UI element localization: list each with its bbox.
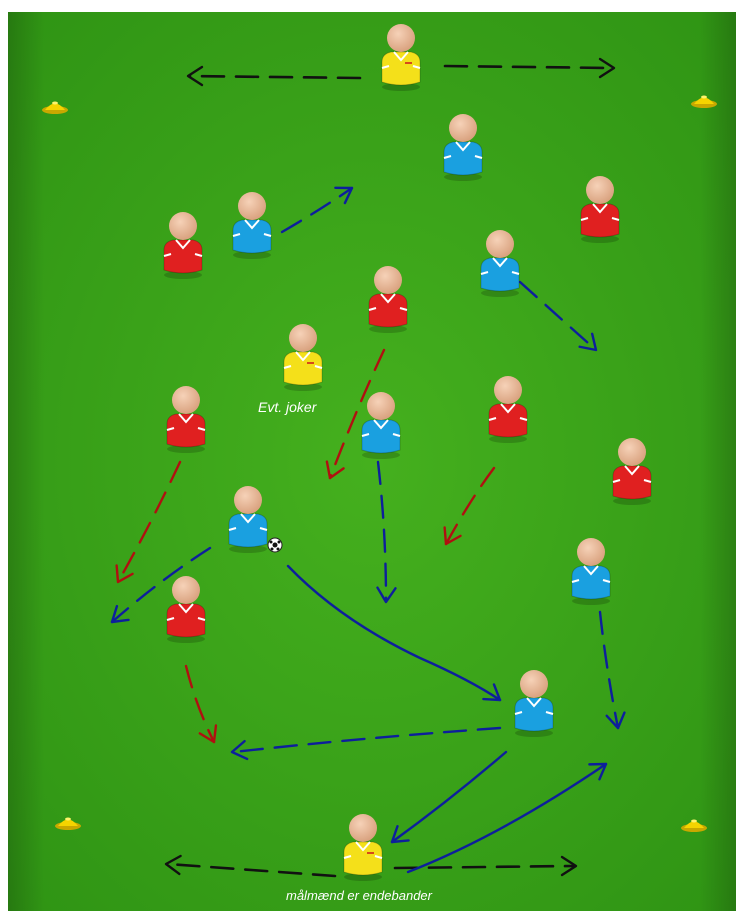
player-red-player [167,386,205,453]
player-blue-player [362,392,400,459]
player-red-player [164,212,202,279]
player-yellow-goalkeeper-bottom [344,814,382,881]
player-red-player [581,176,619,243]
player-red-player [167,576,205,643]
player-yellow-goalkeeper-top [382,24,420,91]
player-red-player [369,266,407,333]
goalkeepers-label: målmænd er endebander [286,888,433,903]
player-blue-player [572,538,610,605]
player-yellow-joker [284,324,322,391]
player-red-player [613,438,651,505]
player-blue-player [444,114,482,181]
player-blue-player [233,192,271,259]
player-blue-player [481,230,519,297]
ball-icon [268,538,282,552]
player-red-player [489,376,527,443]
player-blue-player [515,670,553,737]
player-blue-ball-carrier [229,486,267,553]
joker-label: Evt. joker [258,399,318,415]
